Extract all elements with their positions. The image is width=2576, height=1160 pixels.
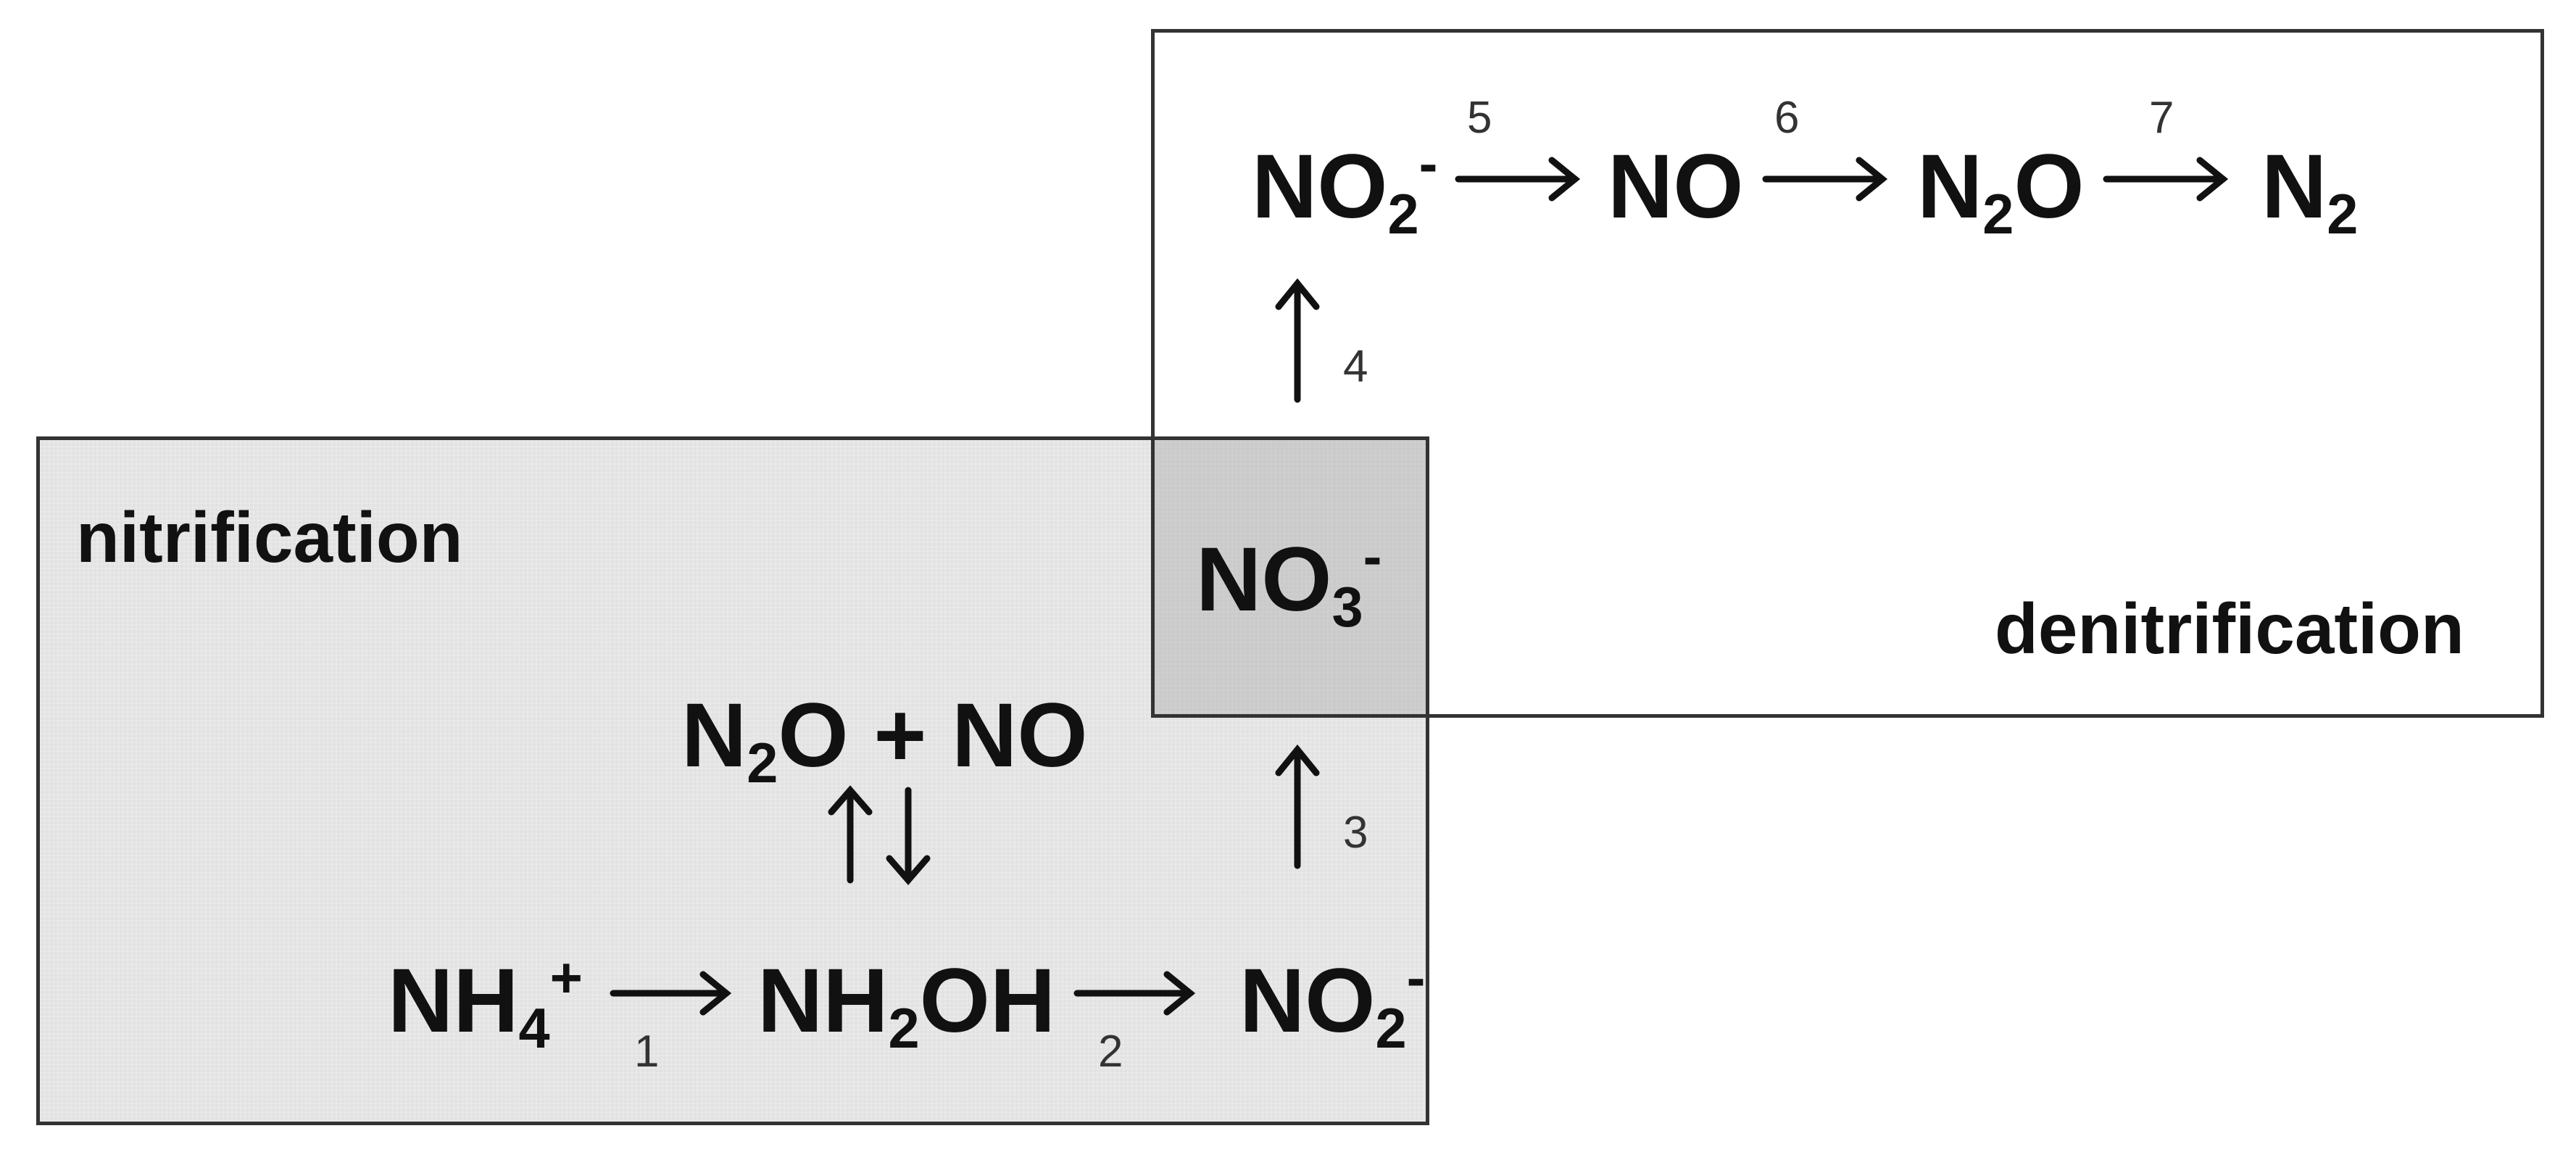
dinitrogen-formula: N2 [2261, 136, 2359, 246]
nitric-oxide-formula: NO [1608, 136, 1744, 237]
nitrification-box [36, 436, 1429, 1125]
n2o-no-formula: N2O + NO [681, 685, 1088, 795]
hydroxylamine-formula: NH2OH [757, 950, 1056, 1060]
step2-number: 2 [1098, 1027, 1123, 1077]
step1-number: 1 [634, 1027, 660, 1077]
step2-arrow [1073, 971, 1196, 1016]
nitrite-formula: NO2- [1239, 946, 1426, 1060]
ammonium-formula: NH4+ [388, 946, 583, 1060]
step7-number: 7 [2149, 93, 2174, 143]
nitrification-label: nitrification [76, 497, 463, 577]
updown-arrows [828, 785, 931, 885]
step3-number: 3 [1343, 808, 1368, 858]
step6-arrow [1762, 157, 1888, 202]
step7-arrow [2103, 157, 2229, 202]
denitrification-nitrite-formula: NO2- [1252, 132, 1438, 246]
step3-arrow [1275, 744, 1320, 869]
nitrate-formula: NO3- [1196, 525, 1382, 639]
overlap-region [1155, 440, 1426, 714]
step5-arrow [1455, 157, 1581, 202]
denitrification-box [1151, 29, 2544, 718]
nitrous-oxide-formula: N2O [1917, 136, 2085, 246]
step4-number: 4 [1343, 341, 1368, 392]
step4-arrow [1275, 278, 1320, 403]
step5-number: 5 [1467, 93, 1492, 143]
denitrification-label: denitrification [1995, 589, 2464, 668]
step6-number: 6 [1774, 93, 1800, 143]
step1-arrow [610, 971, 732, 1016]
